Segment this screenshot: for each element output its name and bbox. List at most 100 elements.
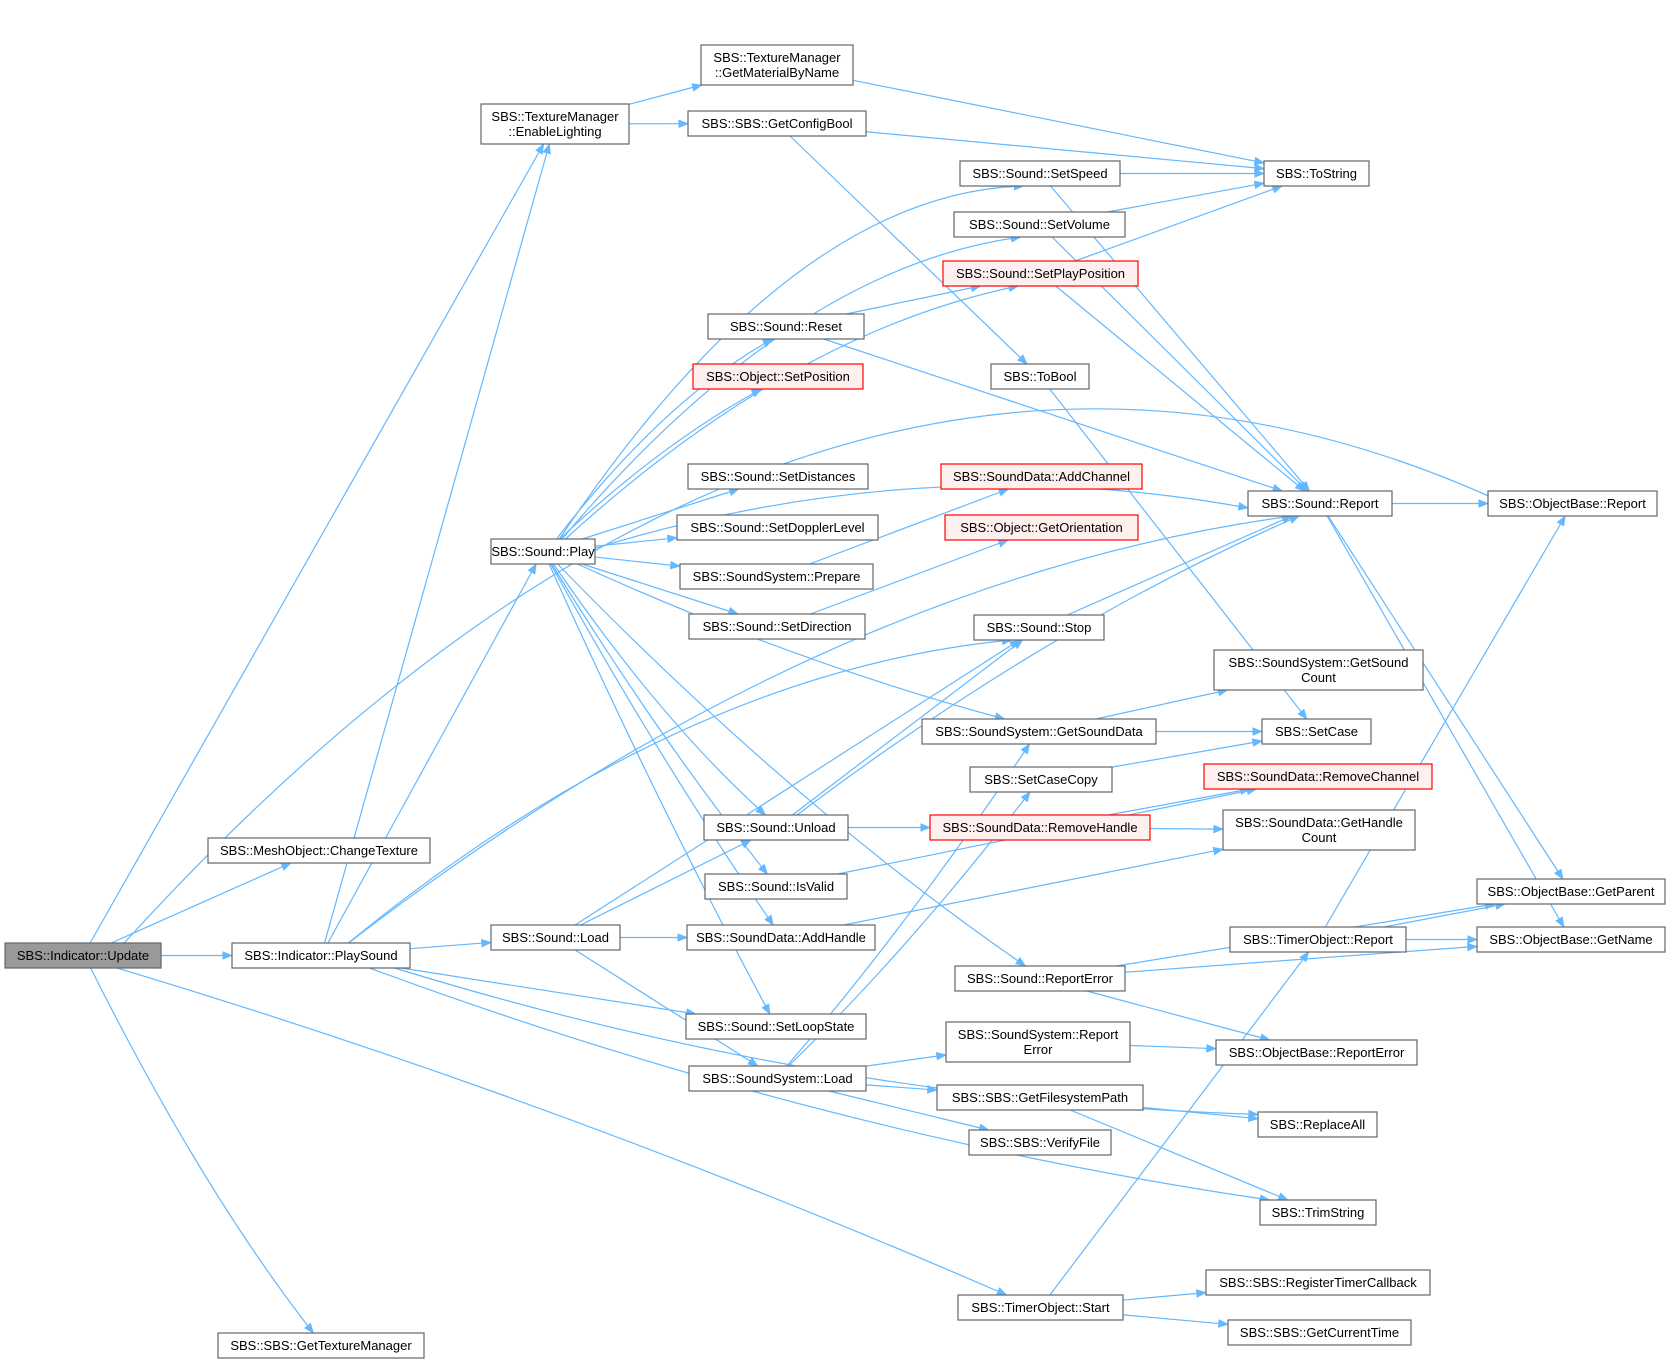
node-box	[687, 110, 867, 137]
node-label: SBS::Sound::SetSpeed	[972, 166, 1107, 181]
node-label: SBS::SetCaseCopy	[984, 772, 1098, 787]
edge-timerreport-to-getparent	[1383, 901, 1507, 928]
node-getcfgbool[interactable]: SBS::SBS::GetConfigBool	[687, 110, 867, 137]
node-getparent[interactable]: SBS::ObjectBase::GetParent	[1476, 878, 1666, 905]
node-tobool[interactable]: SBS::ToBool	[990, 363, 1090, 390]
node-setdistances[interactable]: SBS::Sound::SetDistances	[687, 463, 869, 490]
node-reporterror[interactable]: SBS::Sound::ReportError	[954, 965, 1126, 992]
node-getcurtime[interactable]: SBS::SBS::GetCurrentTime	[1227, 1319, 1412, 1346]
node-timerstart[interactable]: SBS::TimerObject::Start	[957, 1294, 1124, 1321]
node-regtimer[interactable]: SBS::SBS::RegisterTimerCallback	[1205, 1269, 1431, 1296]
edge-removehandle-to-removechannel	[1108, 786, 1251, 816]
node-removechannel[interactable]: SBS::SoundData::RemoveChannel	[1203, 763, 1433, 790]
node-removehandle[interactable]: SBS::SoundData::RemoveHandle	[929, 814, 1151, 841]
node-getmat[interactable]: SBS::TextureManager::GetMaterialByName	[700, 44, 854, 86]
node-label: SBS::Sound::SetPlayPosition	[956, 266, 1125, 281]
edge-load-to-unload	[580, 839, 752, 926]
node-changetex[interactable]: SBS::MeshObject::ChangeTexture	[207, 837, 431, 864]
node-objreport[interactable]: SBS::ObjectBase::Report	[1487, 490, 1658, 517]
edge-getcfgbool-to-tostring	[865, 131, 1266, 173]
node-prepare[interactable]: SBS::SoundSystem::Prepare	[679, 563, 874, 590]
node-label: SBS::SoundData::GetHandle	[1235, 815, 1403, 830]
node-label: Count	[1302, 830, 1337, 845]
node-label: SBS::Sound::Stop	[987, 620, 1092, 635]
edge-playsound-to-play	[327, 563, 537, 944]
node-label: SBS::SBS::GetFilesystemPath	[952, 1090, 1128, 1105]
edge-setvolume-to-tostring	[1107, 180, 1266, 213]
node-verifyfile[interactable]: SBS::SBS::VerifyFile	[968, 1129, 1112, 1156]
edge-play-to-setposition	[559, 388, 763, 540]
edge-play-to-setspeed	[558, 181, 1025, 540]
node-enablelight[interactable]: SBS::TextureManager::EnableLighting	[480, 103, 630, 145]
node-setdoppler[interactable]: SBS::Sound::SetDopplerLevel	[676, 514, 879, 541]
node-gettexmgr[interactable]: SBS::SBS::GetTextureManager	[217, 1332, 425, 1359]
node-setcasecopy[interactable]: SBS::SetCaseCopy	[969, 766, 1113, 793]
node-reset[interactable]: SBS::Sound::Reset	[707, 313, 865, 340]
node-box	[687, 463, 869, 490]
node-setvolume[interactable]: SBS::Sound::SetVolume	[953, 211, 1126, 238]
node-ssreporterror[interactable]: SBS::SoundSystem::ReportError	[945, 1021, 1131, 1063]
node-label: SBS::SoundSystem::Load	[702, 1071, 852, 1086]
node-label: SBS::ToBool	[1004, 369, 1077, 384]
edge-reset-to-report	[823, 338, 1284, 493]
node-report[interactable]: SBS::Sound::Report	[1247, 490, 1393, 517]
edge-play-to-reporterror	[557, 563, 1027, 967]
node-box	[968, 1129, 1112, 1156]
node-unload[interactable]: SBS::Sound::Unload	[703, 814, 849, 841]
node-setspeed[interactable]: SBS::Sound::SetSpeed	[959, 160, 1121, 187]
node-label: SBS::Sound::SetLoopState	[698, 1019, 855, 1034]
node-getorient[interactable]: SBS::Object::GetOrientation	[944, 514, 1139, 541]
node-box	[1257, 1111, 1378, 1138]
node-setposition[interactable]: SBS::Object::SetPosition	[692, 363, 864, 390]
node-box	[1476, 878, 1666, 905]
node-addchannel[interactable]: SBS::SoundData::AddChannel	[940, 463, 1143, 490]
node-label: SBS::SoundSystem::Report	[958, 1027, 1119, 1042]
edge-load-to-ssload	[574, 949, 759, 1067]
node-addhandle[interactable]: SBS::SoundData::AddHandle	[686, 924, 876, 951]
node-box	[688, 1065, 867, 1092]
node-label: SBS::Indicator::PlaySound	[244, 948, 397, 963]
node-setloop[interactable]: SBS::Sound::SetLoopState	[685, 1013, 867, 1040]
node-replaceall[interactable]: SBS::ReplaceAll	[1257, 1111, 1378, 1138]
edge-ssload-to-verifyfile	[828, 1090, 990, 1132]
edge-playsound-to-load	[409, 938, 493, 950]
edge-playsound-to-report	[348, 513, 1294, 944]
node-label: SBS::SoundData::RemoveChannel	[1217, 769, 1419, 784]
node-objreporterror[interactable]: SBS::ObjectBase::ReportError	[1215, 1039, 1418, 1066]
node-getfspath[interactable]: SBS::SBS::GetFilesystemPath	[936, 1084, 1144, 1111]
node-label: SBS::TextureManager	[491, 109, 619, 124]
edge-getsounddata-to-getsoundcount	[1095, 687, 1229, 720]
node-playsound[interactable]: SBS::Indicator::PlaySound	[231, 942, 411, 969]
node-ssload[interactable]: SBS::SoundSystem::Load	[688, 1065, 867, 1092]
node-update[interactable]: SBS::Indicator::Update	[4, 942, 162, 969]
edge-reporterror-to-objreporterror	[1086, 990, 1271, 1042]
edge-update-to-enablelight	[89, 143, 545, 944]
node-stop[interactable]: SBS::Sound::Stop	[973, 614, 1105, 641]
node-load[interactable]: SBS::Sound::Load	[490, 924, 621, 951]
node-box	[704, 873, 848, 900]
edge-play-to-setdistances	[581, 487, 740, 540]
node-timerreport[interactable]: SBS::TimerObject::Report	[1229, 926, 1407, 953]
node-setdirection[interactable]: SBS::Sound::SetDirection	[688, 613, 866, 640]
node-box	[480, 103, 630, 145]
node-tostring[interactable]: SBS::ToString	[1263, 160, 1370, 187]
node-label: SBS::SBS::VerifyFile	[980, 1135, 1100, 1150]
edge-load-to-stop	[574, 639, 1021, 926]
node-box	[703, 814, 849, 841]
node-isvalid[interactable]: SBS::Sound::IsValid	[704, 873, 848, 900]
node-getsounddata[interactable]: SBS::SoundSystem::GetSoundData	[921, 718, 1157, 745]
edge-ssreporterror-to-objreporterror	[1129, 1044, 1218, 1053]
edge-stop-to-report	[1067, 515, 1293, 616]
node-box	[957, 1294, 1124, 1321]
node-setplaypos[interactable]: SBS::Sound::SetPlayPosition	[942, 260, 1139, 287]
edge-getfspath-to-replaceall	[1142, 1106, 1260, 1123]
node-setcase[interactable]: SBS::SetCase	[1261, 718, 1372, 745]
node-trimstring[interactable]: SBS::TrimString	[1259, 1199, 1377, 1226]
node-box	[685, 1013, 867, 1040]
node-getname[interactable]: SBS::ObjectBase::GetName	[1476, 926, 1666, 953]
edge-play-to-setdirection	[581, 563, 740, 616]
node-play[interactable]: SBS::Sound::Play	[490, 538, 596, 565]
node-label: SBS::SoundSystem::GetSound	[1229, 655, 1409, 670]
